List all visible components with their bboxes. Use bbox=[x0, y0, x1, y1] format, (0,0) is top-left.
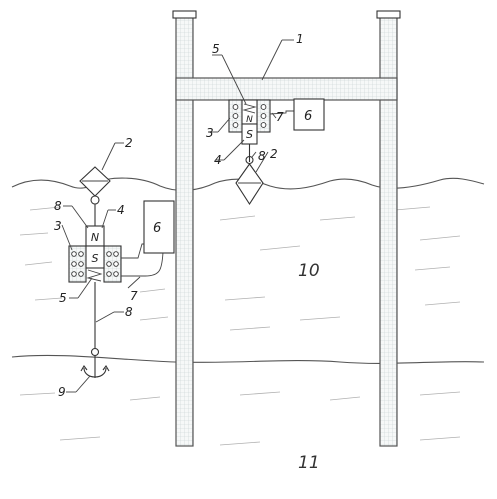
water-hatching bbox=[19, 206, 461, 446]
right-float bbox=[235, 163, 264, 206]
label-2-right: 2 bbox=[270, 147, 278, 161]
label-7-left: 7 bbox=[130, 289, 138, 303]
label-7-right: 7 bbox=[276, 110, 284, 124]
label-8-bottom-left: 8 bbox=[125, 305, 133, 319]
left-float bbox=[79, 166, 111, 197]
label-8-top-left: 8 bbox=[54, 199, 62, 213]
label-1: 1 bbox=[296, 32, 304, 46]
right-spring bbox=[242, 103, 257, 114]
label-9: 9 bbox=[58, 385, 66, 399]
label-5-left: 5 bbox=[59, 291, 67, 305]
callout-labels: 1 5 3 7 6 4 8 2 2 8 4 3 6 7 5 8 9 10 11 bbox=[54, 32, 320, 473]
left-box-6 bbox=[143, 200, 175, 254]
frame-left-cap bbox=[172, 10, 197, 19]
label-2-left: 2 bbox=[125, 136, 133, 150]
left-anchor-ring bbox=[90, 347, 100, 357]
frame-crossbar bbox=[175, 77, 398, 101]
label-10: 10 bbox=[298, 261, 320, 281]
right-wire bbox=[269, 110, 294, 115]
label-4-left: 4 bbox=[117, 203, 125, 217]
label-4-right: 4 bbox=[214, 153, 222, 167]
right-magnet-south-text: S bbox=[246, 128, 253, 141]
label-3-right: 3 bbox=[206, 126, 214, 140]
leader-lines bbox=[61, 39, 294, 393]
label-8-right: 8 bbox=[258, 149, 266, 163]
label-6-right: 6 bbox=[304, 109, 312, 124]
left-wire-lower bbox=[121, 251, 164, 277]
left-assembly: N S bbox=[68, 166, 175, 378]
left-magnet-south-block bbox=[85, 245, 105, 269]
left-magnet-north-text: N bbox=[91, 231, 99, 244]
label-5-right: 5 bbox=[212, 42, 220, 56]
anchor-hook bbox=[83, 367, 107, 378]
frame bbox=[172, 10, 401, 447]
left-ring bbox=[90, 195, 100, 205]
right-assembly: N S bbox=[228, 98, 325, 206]
seabed-line bbox=[11, 354, 485, 364]
frame-right-cap bbox=[376, 10, 401, 19]
right-magnet-north-text: N bbox=[246, 115, 253, 125]
label-6-left: 6 bbox=[153, 221, 161, 236]
left-wire-upper bbox=[121, 243, 144, 259]
right-box-6 bbox=[293, 98, 325, 131]
left-spring bbox=[86, 269, 103, 282]
label-3-left: 3 bbox=[54, 219, 62, 233]
left-magnet-south-text: S bbox=[92, 252, 99, 265]
label-11: 11 bbox=[298, 453, 320, 473]
